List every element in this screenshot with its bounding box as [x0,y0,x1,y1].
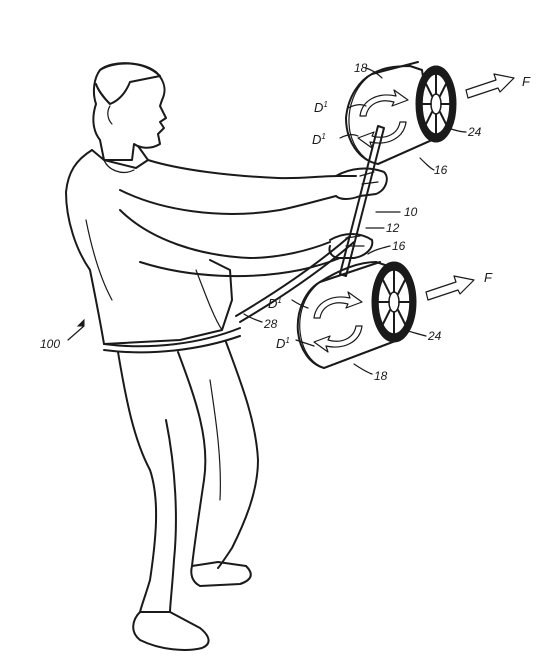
label-18-bottom: 18 [374,369,388,383]
label-10: 10 [404,205,418,219]
label-24-top: 24 [467,125,482,139]
top-rotation-arrow-upper [359,89,409,117]
label-16-bottom: 16 [392,239,406,253]
person-figure [65,62,388,651]
person-top-hand [335,167,388,200]
top-canister [345,61,457,165]
top-rotation-arrow-lower [357,121,407,149]
label-18-top: 18 [354,61,368,75]
label-f-bottom: F [484,270,493,285]
bottom-rotation-arrow-upper [313,291,363,319]
bottom-rotation-arrow-lower [313,325,363,353]
label-d1-bottom-lower: D1 [276,336,290,351]
label-28: 28 [263,317,278,331]
label-d1-bottom-upper: D1 [268,296,282,311]
person-bottom-hand [328,233,374,259]
top-canister-body [345,65,433,165]
bottom-canister [296,261,417,369]
label-d1-top-lower: D1 [312,132,326,147]
person-right-shoe [190,561,252,587]
person-lower-arm [119,209,331,259]
person-hair [95,62,161,105]
person-jacket [65,149,233,345]
force-arrow-top [465,73,515,99]
person-upper-arm [147,159,357,180]
person-left-shoe [132,611,210,651]
label-f-top: F [522,74,531,89]
person-legs [117,351,158,613]
label-100: 100 [40,337,60,351]
label-16-top: 16 [434,163,448,177]
label-24-bottom: 24 [427,329,442,343]
strap-28 [235,235,351,317]
bar-12 [339,125,385,277]
person-collar [91,145,149,169]
label-12: 12 [386,221,400,235]
label-d1-top-upper: D1 [314,100,328,115]
force-arrow-bottom [425,275,475,301]
